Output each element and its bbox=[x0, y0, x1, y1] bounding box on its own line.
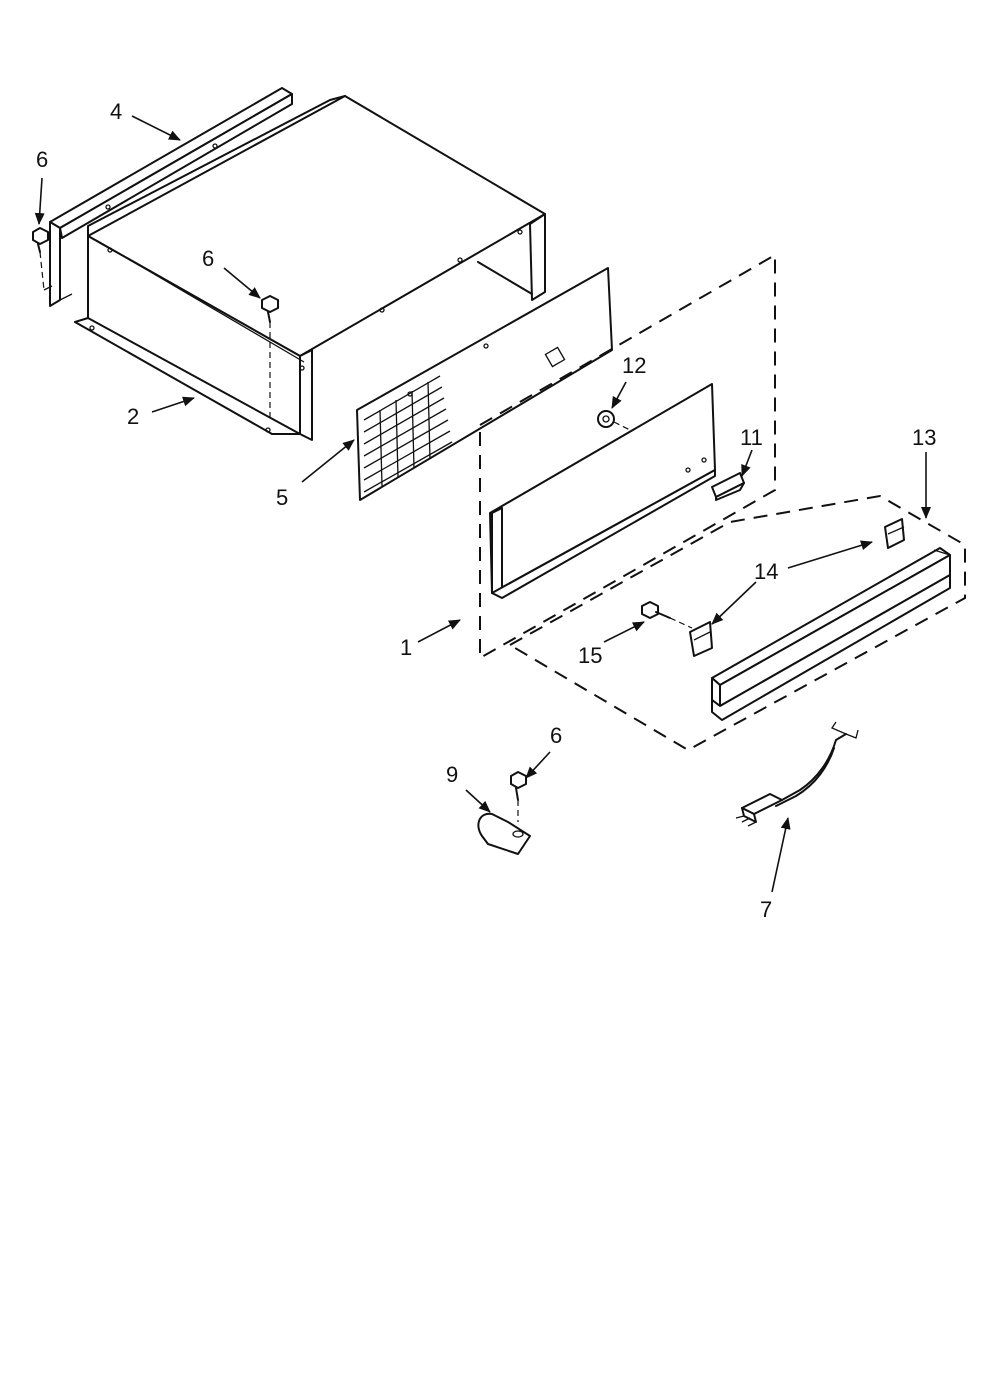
part-6-screw-left bbox=[32, 227, 53, 291]
vent-grille bbox=[363, 375, 453, 493]
part-14-bracket-upper bbox=[884, 518, 905, 549]
part-11-clip bbox=[711, 472, 745, 501]
callout-12: 12 bbox=[622, 353, 646, 378]
part-14-bracket-lower bbox=[689, 621, 713, 657]
part-12-nut bbox=[597, 410, 631, 431]
part-13-rail bbox=[711, 547, 951, 721]
callout-11: 11 bbox=[740, 425, 763, 450]
part-6-screw-top bbox=[261, 295, 279, 420]
callout-labels: 4 6 6 2 5 12 11 13 14 1 15 6 9 7 bbox=[36, 99, 936, 922]
part-4-rear-panel bbox=[49, 87, 293, 307]
part-7-wire-harness bbox=[735, 721, 859, 827]
callout-9: 9 bbox=[446, 762, 458, 787]
part-1-assembly-outline bbox=[479, 253, 776, 660]
callout-14: 14 bbox=[754, 559, 778, 584]
callout-1: 1 bbox=[400, 635, 412, 660]
callout-6: 6 bbox=[550, 723, 562, 748]
callout-4: 4 bbox=[110, 99, 122, 124]
callout-6: 6 bbox=[36, 147, 48, 172]
part-9-clamp bbox=[477, 812, 531, 855]
part-15-screw bbox=[641, 601, 693, 629]
part-2-cabinet-box bbox=[74, 95, 546, 441]
callout-13: 13 bbox=[912, 425, 936, 450]
callout-15: 15 bbox=[578, 643, 602, 668]
drawer-front-panel bbox=[489, 383, 716, 599]
callout-2: 2 bbox=[127, 404, 139, 429]
callout-7: 7 bbox=[760, 897, 772, 922]
callout-6: 6 bbox=[202, 246, 214, 271]
part-5-vent-panel bbox=[356, 267, 613, 501]
callout-arrows bbox=[34, 115, 931, 893]
callout-5: 5 bbox=[276, 485, 288, 510]
part-6-screw-bottom bbox=[510, 771, 527, 822]
